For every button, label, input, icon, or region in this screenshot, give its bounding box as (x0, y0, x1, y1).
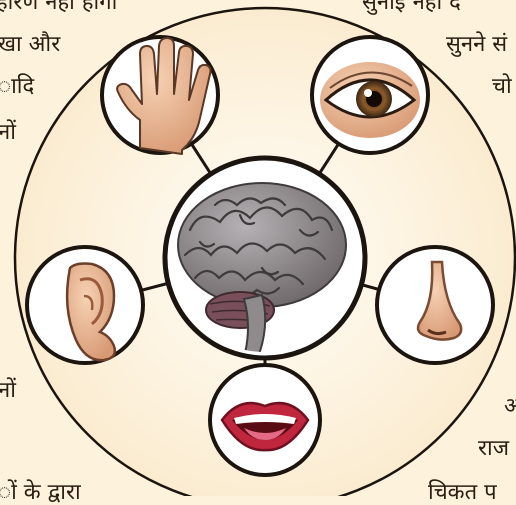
eye-icon (320, 62, 420, 138)
